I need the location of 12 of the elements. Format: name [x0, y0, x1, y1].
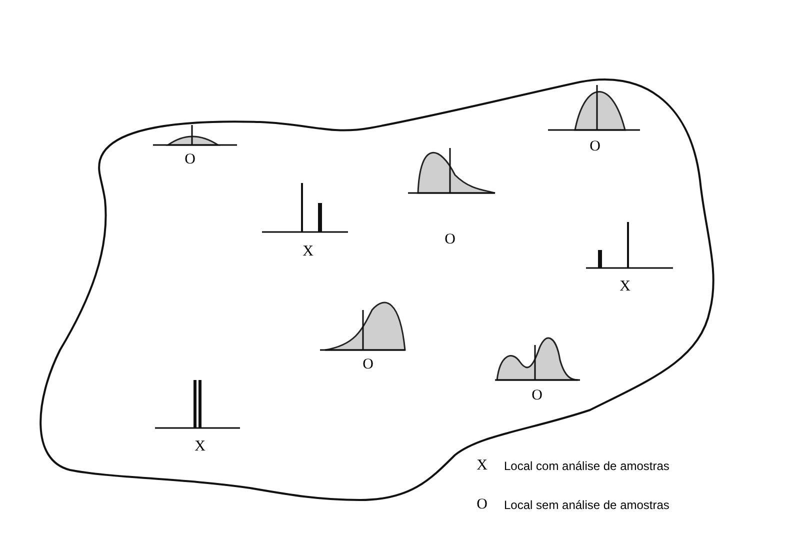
legend-text: Local com análise de amostras [504, 460, 670, 472]
site-marker: X [302, 244, 314, 260]
site-marker: O [532, 388, 542, 404]
site-marker: O [590, 140, 600, 154]
legend-text: Local sem análise de amostras [504, 499, 670, 511]
site-marker: X [476, 458, 488, 474]
site-marker: O [362, 358, 374, 372]
site-marker: O [476, 498, 488, 512]
site-marker: O [184, 152, 196, 168]
site-marker: O [444, 232, 456, 248]
site-marker: X [194, 440, 206, 454]
site-marker: X [620, 280, 630, 294]
